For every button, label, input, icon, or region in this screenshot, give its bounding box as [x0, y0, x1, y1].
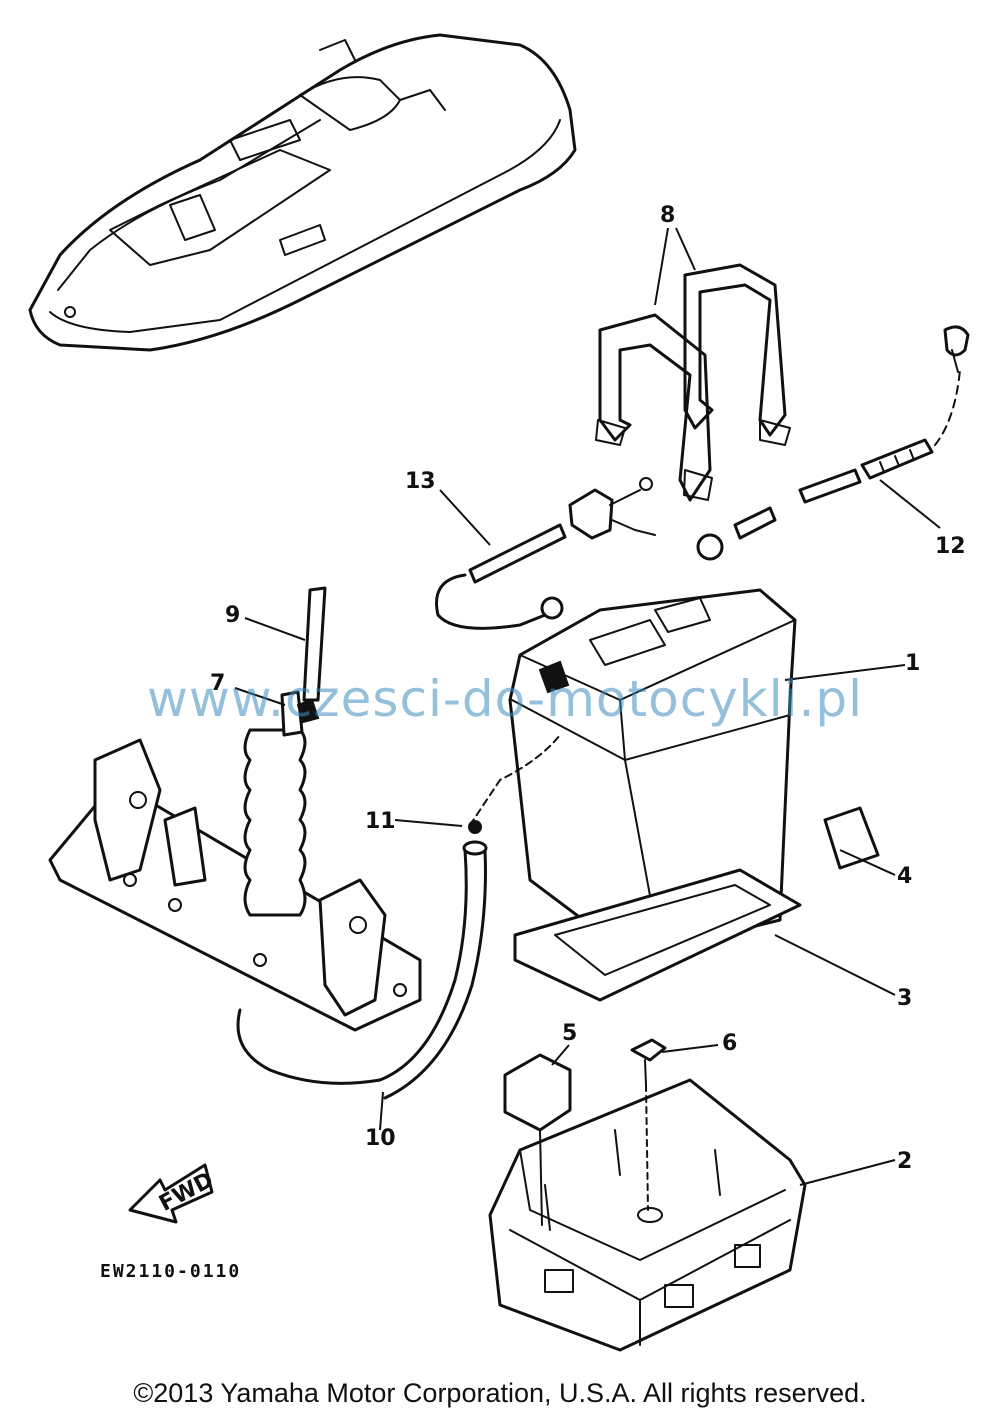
callout-8: 8: [660, 203, 675, 228]
callout-13: 13: [405, 469, 436, 494]
callout-numbers: 1 2 3 4 5 6 7 8 9 10 11 12 13: [210, 203, 966, 1174]
callout-7: 7: [210, 671, 225, 696]
callout-3: 3: [897, 986, 912, 1011]
leader-lines: [234, 227, 941, 1186]
callout-12: 12: [935, 534, 966, 559]
callout-10: 10: [365, 1126, 396, 1151]
callout-9: 9: [225, 603, 240, 628]
bolt: [630, 1038, 667, 1211]
breather-pipe: [696, 325, 970, 561]
callout-5: 5: [562, 1021, 577, 1046]
battery-strap: [595, 263, 791, 502]
copyright-notice: ©2013 Yamaha Motor Corporation, U.S.A. A…: [133, 1378, 867, 1408]
watermark-url: www.czesci-do-motocykli.pl: [146, 670, 864, 728]
shock-spring: [243, 690, 307, 917]
forward-direction-arrow: FWD: [128, 1163, 218, 1224]
battery: [508, 588, 797, 952]
stay-bracket: [48, 738, 422, 1032]
callout-2: 2: [897, 1149, 912, 1174]
callout-6: 6: [722, 1031, 737, 1056]
battery-cable: [435, 477, 656, 630]
callout-11: 11: [365, 809, 396, 834]
watercraft-illustration: [28, 33, 577, 352]
diagram-code: EW2110-0110: [100, 1261, 241, 1282]
battery-box: [488, 1078, 807, 1352]
vent-hose: [236, 734, 561, 1100]
pin-rod: [296, 586, 327, 724]
terminal-cap: [503, 1053, 572, 1226]
battery-label-plate: [823, 806, 880, 870]
callout-1: 1: [905, 651, 920, 676]
callout-4: 4: [897, 864, 912, 889]
battery-pad: [513, 868, 802, 1002]
